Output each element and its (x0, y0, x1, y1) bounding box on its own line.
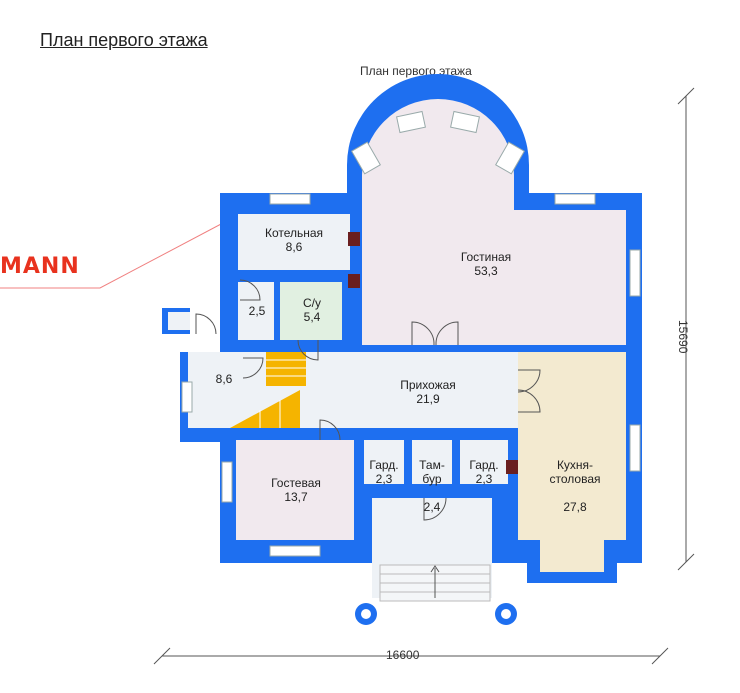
window (269, 193, 311, 205)
window (221, 461, 233, 503)
room-area: 2,5 (248, 304, 266, 318)
door-swing (195, 313, 217, 335)
door-swing (517, 389, 541, 413)
dimension-height: 15690 (676, 320, 690, 354)
door-swing (319, 419, 341, 441)
room-area: 2,3 (475, 472, 493, 486)
page-heading[interactable]: План первого этажа (40, 30, 208, 50)
room-wardrobe-1: Гард. 2,3 (362, 458, 406, 486)
door-swing (435, 321, 459, 346)
room-area: 53,3 (474, 264, 498, 278)
room-area: 5,4 (303, 310, 321, 324)
window (351, 141, 381, 175)
wardrobe2-floor (460, 440, 508, 484)
room-area: 8,6 (285, 240, 303, 254)
room-name: Гостиная (460, 250, 512, 264)
vestibule-floor (412, 440, 452, 484)
window (181, 381, 193, 413)
room-name: Прихожая (400, 378, 456, 392)
dimension-lines (153, 87, 695, 665)
door-swing (239, 279, 261, 301)
hallway-floor (188, 352, 518, 428)
room-area: 13,7 (284, 490, 308, 504)
room-small: 2,5 (240, 304, 274, 318)
porch-steps (355, 564, 517, 625)
brand-logo: MANN (0, 254, 80, 279)
leader-line (0, 213, 241, 289)
room-area: 21,9 (416, 392, 440, 406)
room-wc: С/у 5,4 (282, 296, 342, 324)
window (495, 141, 525, 175)
window (629, 424, 641, 472)
room-name: Гард. (469, 458, 499, 472)
room-hall-left: 8,6 (200, 372, 248, 386)
room-area: 8,6 (215, 372, 233, 386)
room-boiler: Котельная 8,6 (246, 226, 342, 254)
boiler-floor (238, 214, 350, 270)
door-swing (423, 497, 447, 521)
room-name: Гостевая (271, 476, 321, 490)
room-name: Там- бур (419, 458, 445, 486)
door-swing (517, 369, 541, 393)
room-area: 2,4 (423, 500, 441, 514)
dimension-width: 16600 (386, 648, 420, 662)
small-floor (238, 282, 274, 340)
room-wardrobe-2: Гард. 2,3 (460, 458, 508, 486)
windows (181, 110, 641, 557)
stairs (230, 352, 306, 428)
door-swing (242, 357, 264, 379)
chimneys (348, 232, 518, 474)
doors (195, 279, 541, 521)
door-swing (297, 339, 319, 361)
window (396, 110, 426, 134)
room-guest: Гостевая 13,7 (246, 476, 346, 504)
room-hallway: Прихожая 21,9 (378, 378, 478, 406)
window (450, 110, 480, 134)
room-name: Кухня- столовая (549, 458, 601, 486)
door-swing (411, 321, 435, 346)
window (629, 249, 641, 297)
wardrobe1-floor (364, 440, 404, 484)
guest-floor (236, 440, 354, 540)
window (269, 545, 321, 557)
room-kitchen: Кухня- столовая 27,8 (530, 444, 620, 528)
room-name: Гард. (369, 458, 399, 472)
side-porch-floor (168, 312, 190, 330)
stair-flight (230, 390, 300, 428)
kitchen-floor (518, 352, 626, 572)
room-name: Котельная (264, 226, 324, 240)
wc-floor (280, 282, 342, 340)
room-area: 2,3 (375, 472, 393, 486)
room-name: С/у (303, 296, 321, 310)
room-area: 27,8 (563, 500, 587, 514)
room-vestibule: Там- бур 2,4 (410, 444, 454, 528)
living-floor (362, 99, 626, 345)
room-living: Гостиная 53,3 (436, 250, 536, 278)
window (554, 193, 596, 205)
stair-landing (266, 352, 306, 386)
